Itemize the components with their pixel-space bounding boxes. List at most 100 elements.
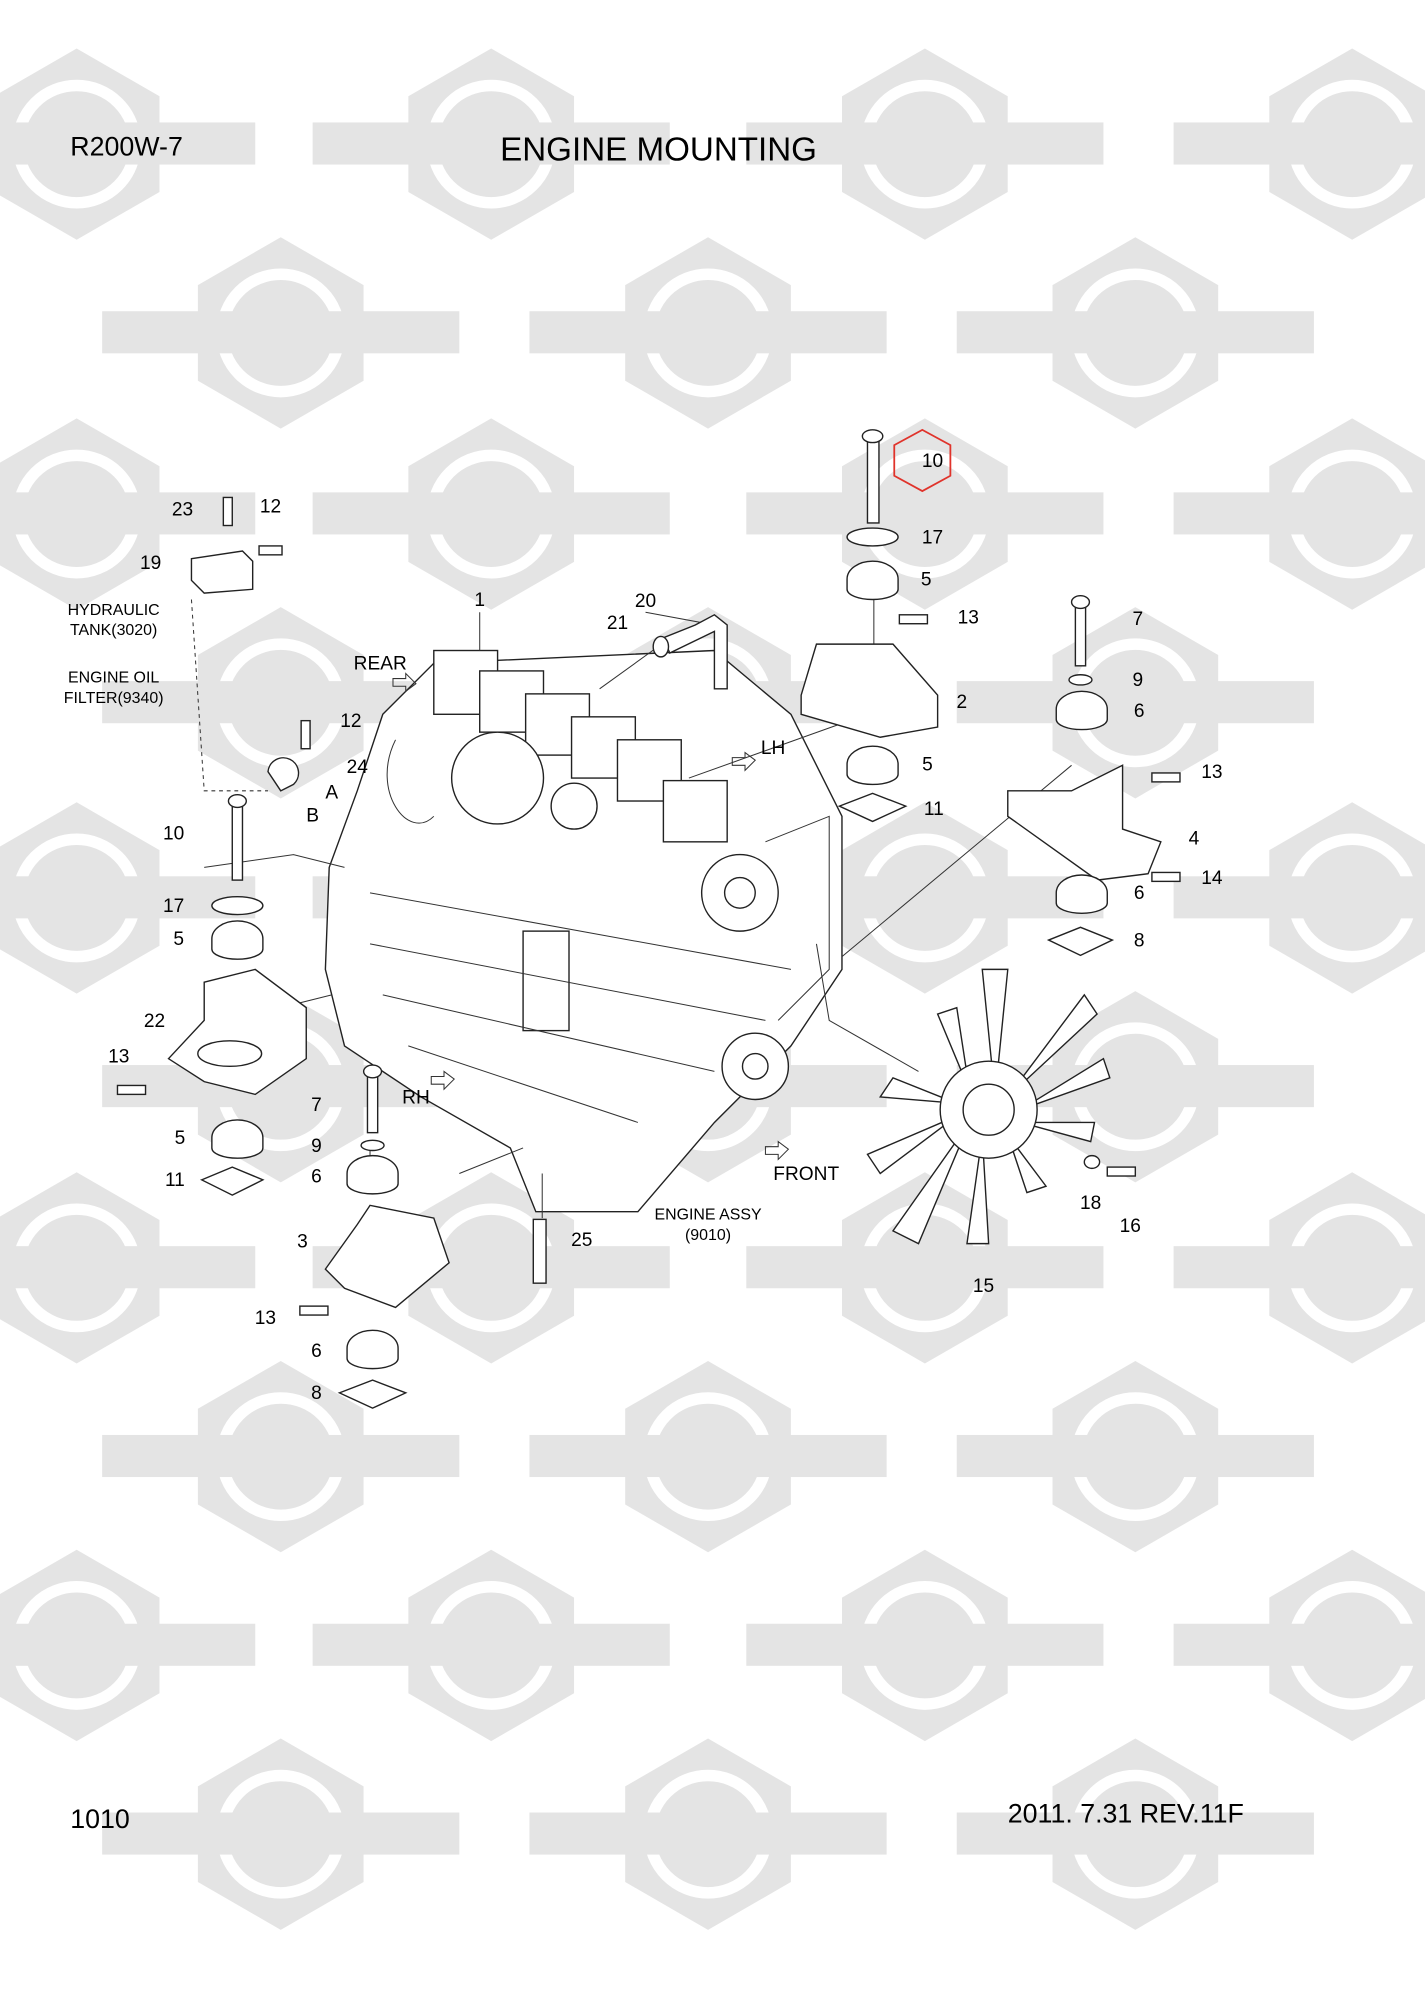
callout-number[interactable]: 20 xyxy=(635,591,656,612)
callout-number[interactable]: 17 xyxy=(163,896,184,917)
callout-number[interactable]: 5 xyxy=(921,569,932,590)
callout-number[interactable]: 6 xyxy=(311,1341,322,1362)
watermark-band xyxy=(1380,122,1425,165)
callout-number[interactable]: 15 xyxy=(973,1276,994,1297)
watermark-band xyxy=(104,1246,256,1289)
callout-number[interactable]: 9 xyxy=(1133,670,1144,691)
page-title: ENGINE MOUNTING xyxy=(500,132,817,169)
rh-label: RH xyxy=(402,1087,430,1108)
watermark-band xyxy=(1173,876,1325,919)
callout-number[interactable]: 23 xyxy=(172,499,193,520)
callout-number[interactable]: 13 xyxy=(255,1308,276,1329)
mount-parts xyxy=(116,429,1181,1409)
watermark-band xyxy=(0,1623,49,1666)
watermark-band xyxy=(1173,122,1325,165)
callout-number[interactable]: 7 xyxy=(1133,609,1144,630)
watermark-band xyxy=(746,1623,897,1666)
view-a-label: A xyxy=(325,782,338,803)
watermark-band xyxy=(0,492,49,535)
callout-number[interactable]: 6 xyxy=(1134,883,1145,904)
hydraulic-tank-label-2: TANK(3020) xyxy=(70,622,157,639)
callout-number[interactable]: 25 xyxy=(571,1230,592,1251)
watermark-band xyxy=(1173,1246,1325,1289)
watermark-band xyxy=(529,1812,680,1855)
callout-number[interactable]: 10 xyxy=(163,823,184,844)
watermark-band xyxy=(529,311,680,354)
engine-assembly[interactable] xyxy=(324,649,843,1213)
callout-number[interactable]: 24 xyxy=(347,757,369,778)
callout-number[interactable]: 5 xyxy=(922,754,933,775)
watermark-band xyxy=(1380,492,1425,535)
callout-number[interactable]: 13 xyxy=(1201,762,1222,783)
callout-number[interactable]: 2 xyxy=(957,692,968,713)
watermark-band xyxy=(1380,1246,1425,1289)
watermark-band xyxy=(0,1246,49,1289)
watermark-band xyxy=(0,122,49,165)
callout-number[interactable]: 6 xyxy=(311,1166,322,1187)
watermark-band xyxy=(1163,681,1314,724)
watermark-band xyxy=(104,1623,256,1666)
watermark-band xyxy=(308,1434,460,1478)
callout-number[interactable]: 12 xyxy=(340,711,361,732)
callout-number[interactable]: 9 xyxy=(311,1136,322,1157)
watermark-band xyxy=(104,122,256,165)
watermark-band xyxy=(952,122,1104,165)
watermark-band xyxy=(952,1623,1104,1666)
engine-assy-label-1: ENGINE ASSY xyxy=(654,1206,762,1223)
watermark-band xyxy=(529,1434,680,1478)
callout-number[interactable]: 14 xyxy=(1201,868,1223,889)
watermark-band xyxy=(312,1623,464,1666)
callout-number[interactable]: 11 xyxy=(924,799,944,820)
callout-number[interactable]: 13 xyxy=(958,608,979,629)
callout-number[interactable]: 16 xyxy=(1120,1216,1141,1237)
watermark-band xyxy=(736,311,887,354)
watermark-band xyxy=(1163,311,1314,354)
front-label: FRONT xyxy=(773,1164,839,1185)
highlight-hexagon[interactable] xyxy=(893,428,952,493)
watermark-band xyxy=(956,1434,1108,1478)
direction-arrows xyxy=(392,672,790,1161)
callout-number[interactable]: 21 xyxy=(607,613,628,634)
fan xyxy=(866,968,1111,1245)
watermark-band xyxy=(1163,1065,1314,1108)
callout-number[interactable]: 4 xyxy=(1189,828,1200,849)
engine-assy-label-2: (9010) xyxy=(685,1227,731,1244)
watermark-band xyxy=(736,1812,887,1855)
callout-number[interactable]: 7 xyxy=(311,1095,322,1116)
callout-number[interactable]: 8 xyxy=(311,1383,322,1404)
watermark-band xyxy=(1380,876,1425,919)
callout-number[interactable]: 22 xyxy=(144,1011,165,1032)
watermark-band xyxy=(102,1434,253,1478)
watermark-band xyxy=(102,311,253,354)
callout-number[interactable]: 1 xyxy=(474,590,485,611)
text-labels: HYDRAULIC TANK(3020) ENGINE OIL FILTER(9… xyxy=(64,602,840,1244)
callout-number[interactable]: 18 xyxy=(1080,1193,1101,1214)
callout-number[interactable]: 6 xyxy=(1134,701,1145,722)
view-b-label: B xyxy=(306,805,319,826)
watermark-band xyxy=(312,492,464,535)
callout-number[interactable]: 10 xyxy=(922,451,943,472)
callout-number[interactable]: 5 xyxy=(175,1128,186,1149)
watermark-band xyxy=(519,492,670,535)
hydraulic-tank-label-1: HYDRAULIC xyxy=(68,602,160,619)
rear-label: REAR xyxy=(354,654,407,675)
watermark-band xyxy=(1173,492,1325,535)
callout-number[interactable]: 19 xyxy=(140,553,161,574)
revision-date: 2011. 7.31 REV.11F xyxy=(1008,1799,1244,1829)
callout-number[interactable]: 13 xyxy=(108,1047,129,1068)
callout-number[interactable]: 17 xyxy=(922,527,943,548)
oil-filter-label-2: FILTER(9340) xyxy=(64,690,164,707)
watermark-band xyxy=(956,311,1108,354)
watermark-band xyxy=(519,1623,670,1666)
callout-number[interactable]: 5 xyxy=(173,929,184,950)
watermark-band xyxy=(1173,1623,1325,1666)
oil-filter-label-1: ENGINE OIL xyxy=(68,669,159,686)
watermark-band xyxy=(746,122,897,165)
callout-number[interactable]: 12 xyxy=(260,497,281,518)
watermark-band xyxy=(519,122,670,165)
callout-number[interactable]: 3 xyxy=(297,1231,308,1252)
callout-number[interactable]: 11 xyxy=(165,1170,185,1191)
callout-number[interactable]: 8 xyxy=(1134,930,1145,951)
watermark-band xyxy=(1380,1623,1425,1666)
